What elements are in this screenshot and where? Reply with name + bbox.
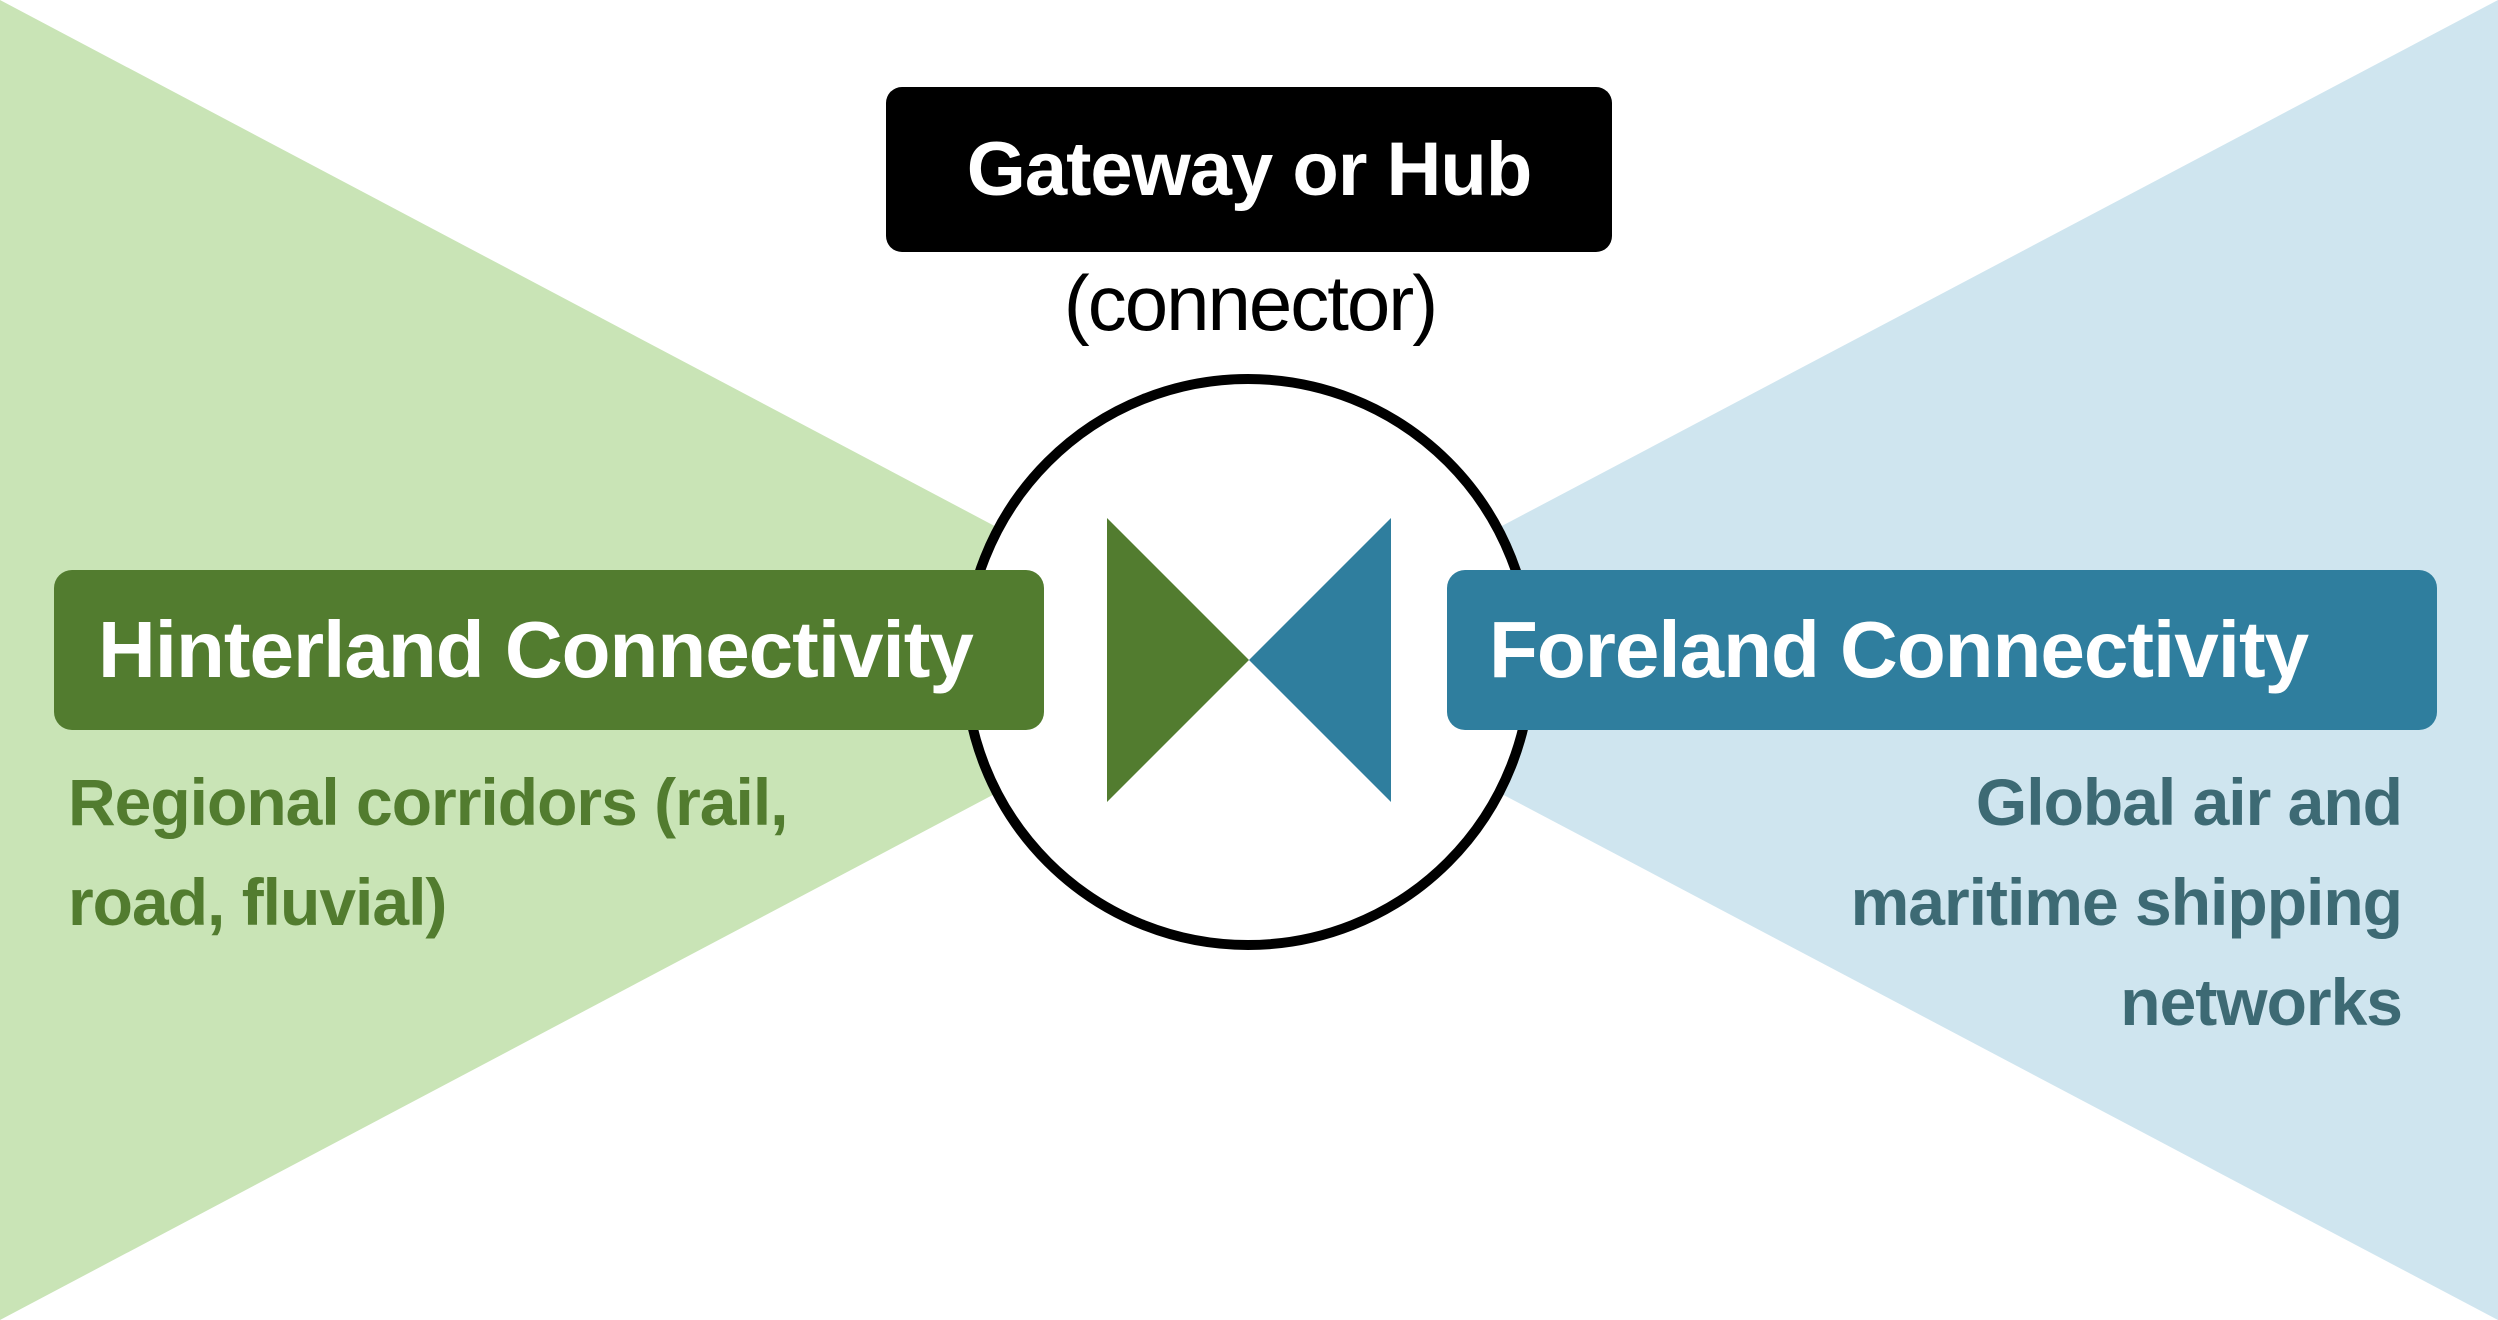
foreland-description-line: Global air and [1975, 765, 2403, 839]
bowtie-icon [1107, 518, 1391, 802]
hinterland-description: Regional corridors (rail, road, fluvial) [68, 752, 888, 952]
foreland-description-line: maritime shipping [1850, 865, 2403, 939]
hinterland-title: Hinterland Connectivity [98, 605, 974, 694]
gateway-subtitle: (connector) [1063, 259, 1439, 347]
hinterland-title-box: Hinterland Connectivity [54, 570, 1044, 730]
bowtie-left-triangle [1107, 518, 1249, 802]
foreland-description: Global air and maritime shipping network… [1660, 752, 2403, 1052]
gateway-title: Gateway or Hub [966, 127, 1533, 212]
foreland-description-line: networks [2120, 965, 2403, 1039]
hinterland-description-line: Regional corridors (rail, [68, 765, 789, 839]
foreland-title-box: Foreland Connectivity [1447, 570, 2437, 730]
foreland-title: Foreland Connectivity [1489, 605, 2309, 694]
hinterland-description-line: road, fluvial) [68, 865, 447, 939]
bowtie-right-triangle [1249, 518, 1391, 802]
gateway-title-box: Gateway or Hub [886, 87, 1612, 252]
